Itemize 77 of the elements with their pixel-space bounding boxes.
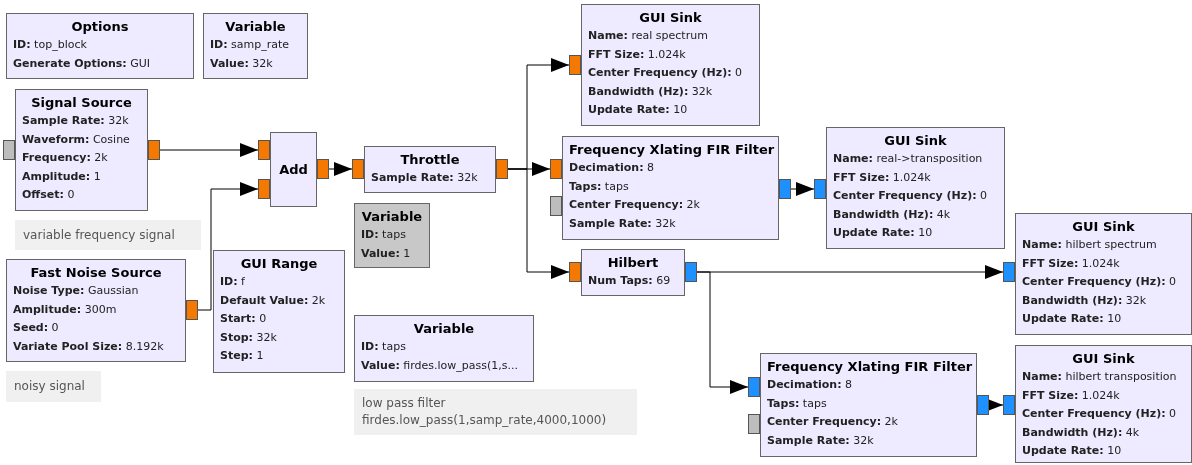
block-title: Throttle xyxy=(399,151,461,169)
block-title: Signal Source xyxy=(30,94,133,112)
block-title: Frequency Xlating FIR Filter xyxy=(767,358,970,376)
block-parameter: Value: 32k xyxy=(210,55,274,72)
block-title: Add xyxy=(278,161,309,179)
block-parameter: Center Frequency: 2k xyxy=(767,414,899,430)
block-parameter: Name: real spectrum xyxy=(588,28,709,44)
block-title: GUI Sink xyxy=(1071,350,1136,368)
block-parameter: Stop: 32k xyxy=(220,329,278,346)
block-parameter: Update Rate: 10 xyxy=(1022,443,1123,459)
block-parameter: Bandwidth (Hz): 4k xyxy=(1022,424,1141,441)
connection-arrow xyxy=(197,182,259,311)
connection-arrow xyxy=(790,182,815,196)
block-parameter: Start: 0 xyxy=(220,311,268,327)
block-parameter: Name: hilbert spectrum xyxy=(1022,237,1158,253)
block-title: GUI Sink xyxy=(1071,218,1136,236)
block-parameter: ID: taps xyxy=(361,339,407,355)
block-title: GUI Sink xyxy=(883,132,948,150)
comment-box: low pass filter firdes.low_pass(1,samp_rate,4000,1000) xyxy=(354,389,637,435)
connection-arrow xyxy=(328,162,353,176)
block-parameter: Update Rate: 10 xyxy=(833,225,934,241)
block-title: Variable xyxy=(412,320,476,338)
block-parameter: Bandwidth (Hz): 32k xyxy=(588,83,714,100)
block-title: Fast Noise Source xyxy=(29,264,163,282)
block-parameter: Generate Options: GUI xyxy=(13,55,152,72)
block-parameter: Value: firdes.low_pass(1,s... xyxy=(361,357,519,374)
block-parameter: Center Frequency (Hz): 0 xyxy=(833,188,989,204)
block-parameter: Amplitude: 300m xyxy=(13,301,118,318)
block-parameter: Noise Type: Gaussian xyxy=(13,283,140,299)
block-parameter: ID: f xyxy=(220,274,246,290)
block-parameter: Sample Rate: 32k xyxy=(569,215,677,232)
block-parameter: FFT Size: 1.024k xyxy=(833,169,932,186)
block-parameter: Amplitude: 1 xyxy=(22,168,102,185)
block-parameter: FFT Size: 1.024k xyxy=(588,46,687,63)
block-parameter: Center Frequency (Hz): 0 xyxy=(1022,274,1178,290)
block-parameter: Frequency: 2k xyxy=(22,150,109,166)
block-parameter: Step: 1 xyxy=(220,348,265,364)
connection-arrow xyxy=(159,143,259,157)
block-parameter: Value: 1 xyxy=(361,245,412,262)
block-parameter: Waveform: Cosine xyxy=(22,131,131,148)
block-title: GUI Sink xyxy=(638,9,703,27)
block-parameter: Sample Rate: 32k xyxy=(22,113,130,129)
block-parameter: FFT Size: 1.024k xyxy=(1022,387,1121,404)
block-title: Variable xyxy=(224,18,287,36)
block-parameter: Update Rate: 10 xyxy=(588,102,689,118)
block-parameter: Name: hilbert transposition xyxy=(1022,369,1178,385)
block-parameter: ID: taps xyxy=(361,227,407,243)
block-parameter: Update Rate: 10 xyxy=(1022,311,1123,327)
block-parameter: Default Value: 2k xyxy=(220,292,327,309)
block-parameter: Bandwidth (Hz): 4k xyxy=(833,206,952,223)
block-parameter: FFT Size: 1.024k xyxy=(1022,255,1121,272)
block-title: Variable xyxy=(361,208,423,226)
comment-box: variable frequency signal xyxy=(15,220,201,250)
block-parameter: Center Frequency: 2k xyxy=(569,197,701,213)
block-title: Options xyxy=(70,18,130,36)
block-parameter: Bandwidth (Hz): 32k xyxy=(1022,292,1148,309)
block-title: Hilbert xyxy=(606,254,660,272)
block-parameter: ID: samp_rate xyxy=(210,37,291,53)
block-parameter: Variate Pool Size: 8.192k xyxy=(13,338,165,355)
block-parameter: Decimation: 8 xyxy=(569,160,656,176)
block-parameter: Center Frequency (Hz): 0 xyxy=(1022,406,1178,422)
comment-box: noisy signal xyxy=(6,371,101,402)
block-title: GUI Range xyxy=(239,255,319,273)
block-parameter: Taps: taps xyxy=(767,395,828,412)
block-parameter: Center Frequency (Hz): 0 xyxy=(588,65,744,81)
block-parameter: Seed: 0 xyxy=(13,320,60,336)
block-title: Frequency Xlating FIR Filter xyxy=(569,141,772,159)
block-parameter: Taps: taps xyxy=(569,178,630,195)
connection-arrow xyxy=(696,271,749,394)
block-parameter: Decimation: 8 xyxy=(767,377,854,393)
block-parameter: Offset: 0 xyxy=(22,187,76,203)
block-parameter: ID: top_block xyxy=(13,37,88,53)
block-parameter: Sample Rate: 32k xyxy=(371,170,479,186)
connection-arrow xyxy=(507,168,570,279)
block-parameter: Num Taps: 69 xyxy=(588,273,672,289)
block-parameter: Sample Rate: 32k xyxy=(767,432,875,449)
block-parameter: Name: real->transposition xyxy=(833,151,984,167)
